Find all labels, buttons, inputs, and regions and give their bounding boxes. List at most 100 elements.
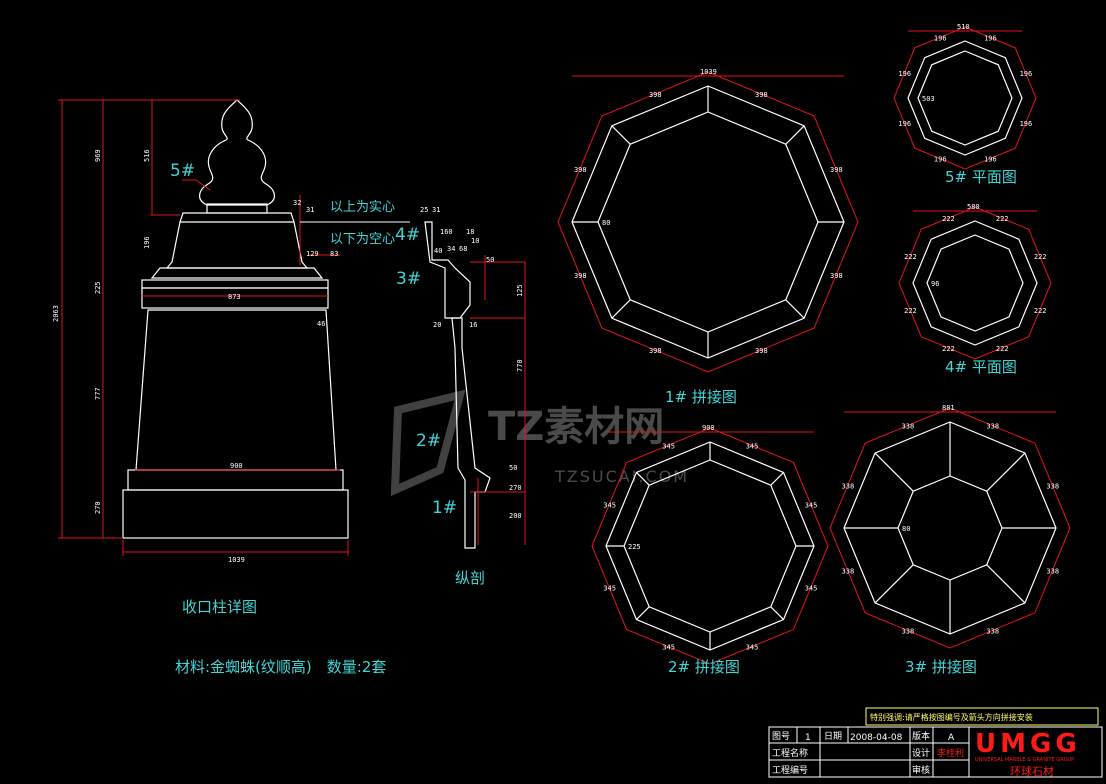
inner-dimension: 96: [931, 280, 939, 288]
project-no-label: 工程编号: [772, 764, 808, 776]
side-dimension: 196: [898, 70, 911, 78]
side-dimension: 345: [662, 644, 675, 652]
designer: 李桂利: [937, 747, 964, 759]
watermark-brand: TZ素材网: [488, 404, 664, 450]
side-dimension: 338: [902, 627, 915, 635]
part-label-4: 4#: [395, 225, 420, 245]
solid-note: 以上为实心: [330, 200, 395, 215]
section-dimension-lines: [470, 255, 526, 545]
joint-line: [785, 299, 805, 319]
side-dimension: 398: [649, 91, 662, 99]
side-dimension: 338: [986, 627, 999, 635]
side-dimension: 222: [1034, 307, 1047, 315]
side-dimension: 398: [830, 166, 843, 174]
reviewer-label: 审核: [912, 764, 930, 776]
plan-title: 4# 平面图: [945, 358, 1017, 376]
cornice: [141, 287, 329, 309]
side-dimension: 222: [996, 345, 1009, 353]
side-dimension: 398: [574, 166, 587, 174]
dim: 50: [509, 464, 517, 472]
cornice-top: [141, 279, 329, 289]
joint-line: [636, 606, 650, 620]
dim: 83: [330, 250, 338, 258]
joint-line: [770, 606, 784, 620]
column-shaft: [135, 309, 337, 471]
section-title: 纵剖: [455, 569, 485, 587]
designer-label: 设计: [912, 747, 930, 759]
drawing-no: 1: [805, 733, 811, 743]
joint-line: [785, 125, 805, 145]
side-dimension: 345: [662, 442, 675, 450]
hollow-note: 以下为空心: [330, 232, 395, 247]
side-dimension: 345: [746, 644, 759, 652]
width-dimension: 881: [942, 404, 955, 412]
side-dimension: 196: [898, 120, 911, 128]
dimension-lines: [58, 99, 349, 556]
dimension-outline: [591, 427, 829, 665]
octagon-inner: [597, 111, 819, 333]
bell-flare: [150, 267, 324, 279]
side-dimension: 398: [574, 272, 587, 280]
upper-bell: [165, 212, 309, 269]
dim: 1039: [228, 556, 245, 564]
joint-line: [986, 452, 1026, 492]
inner-dimension: 80: [902, 525, 910, 533]
logo-subtitle: UNIVERSAL MARBLE & GRANITE GROUP: [975, 757, 1074, 763]
width-dimension: 580: [967, 203, 980, 211]
column-elevation: 2063 969 516 196 225 777 270 873 900 103…: [52, 99, 410, 676]
side-dimension: 338: [986, 423, 999, 431]
note-box: [865, 707, 1099, 726]
width-dimension: 900: [702, 424, 715, 432]
joint-line: [986, 564, 1026, 604]
joint-line: [874, 452, 914, 492]
dim: 196: [143, 236, 151, 249]
date-label: 日期: [824, 731, 842, 742]
installation-note: 特别强调:请严格按图编号及箭头方向拼接安装: [870, 712, 1033, 722]
material-note: 材料:金蜘蛛(纹顺高) 数量:2套: [175, 658, 386, 676]
side-dimension: 196: [934, 156, 947, 164]
umgg-logo: UMGG: [975, 729, 1081, 759]
side-dimension: 345: [603, 501, 616, 509]
dim: 873: [228, 293, 241, 301]
inner-dimension: 80: [602, 219, 610, 227]
inner-dimension: 225: [628, 543, 641, 551]
section-cap: [424, 221, 471, 319]
plan-title: 3# 拼接图: [905, 658, 977, 676]
drawing-no-label: 图号: [772, 731, 790, 742]
project-name-label: 工程名称: [772, 747, 808, 759]
side-dimension: 196: [984, 156, 997, 164]
watermark-logo-icon: [390, 389, 466, 497]
plan-title: 2# 拼接图: [668, 658, 740, 676]
dim: 900: [230, 462, 243, 470]
side-dimension: 338: [902, 423, 915, 431]
dim: 160: [440, 228, 453, 236]
dim: 18: [466, 228, 474, 236]
side-dimension: 338: [842, 483, 855, 491]
side-dimension: 222: [996, 215, 1009, 223]
side-dimension: 222: [904, 307, 917, 315]
inner-dimension: 503: [922, 95, 935, 103]
octagon-inner: [897, 475, 1003, 581]
title-table: [768, 726, 1103, 778]
gourd-finial: [199, 99, 275, 206]
dimension-outline: [829, 407, 1071, 649]
side-dimension: 338: [1046, 483, 1059, 491]
side-dimension: 196: [984, 34, 997, 42]
octagon-outer: [907, 40, 1023, 156]
side-dimension: 196: [934, 34, 947, 42]
dim: 225: [94, 281, 102, 294]
dim: 34: [447, 245, 455, 253]
version-label: 版本: [912, 730, 930, 742]
dim: 46: [317, 320, 325, 328]
part-label-5: 5#: [170, 161, 195, 181]
side-dimension: 338: [842, 567, 855, 575]
joint-line: [770, 472, 784, 486]
dim: 270: [94, 501, 102, 514]
dim: 10: [471, 237, 479, 245]
title-table-grid: [769, 727, 970, 777]
joint-line: [874, 564, 914, 604]
plinth: [127, 469, 344, 491]
dim: 20: [433, 321, 441, 329]
side-dimension: 345: [805, 501, 818, 509]
